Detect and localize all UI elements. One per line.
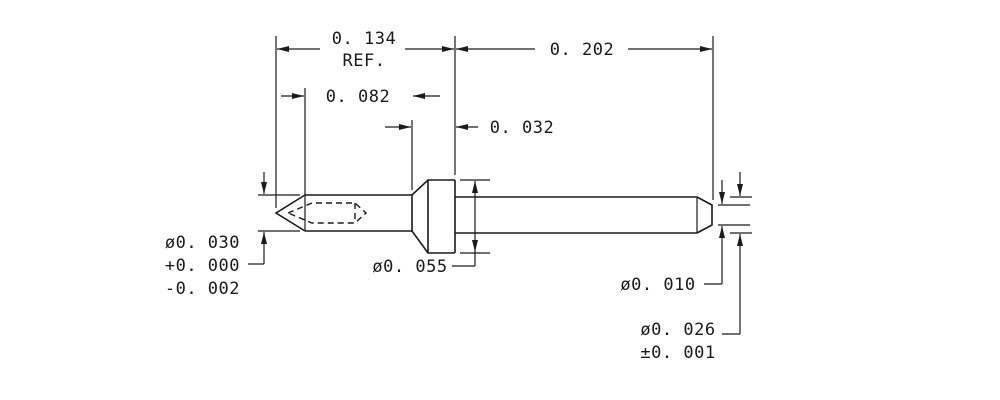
flange-bottom xyxy=(411,230,455,254)
dim-flange-thickness-value: 0. 032 xyxy=(490,118,554,138)
dim-flange-diameter: ø0. 055 xyxy=(372,181,478,277)
dim-tip-tol-minus: -0. 002 xyxy=(165,279,240,299)
dim-shaft-tol: ±0. 001 xyxy=(640,343,715,363)
flange-top xyxy=(411,179,455,196)
dim-ref-length: 0. 134 REF. xyxy=(277,29,454,71)
dim-tip-diameter: ø0. 030 +0. 000 -0. 002 xyxy=(165,172,300,299)
tip-cone xyxy=(274,194,306,232)
dim-tip-length-value: 0. 082 xyxy=(326,87,390,107)
dim-tip-length: 0. 082 xyxy=(281,87,440,107)
dim-flange-thickness: 0. 032 xyxy=(385,118,554,138)
dim-end-diameter: ø0. 010 xyxy=(620,180,725,295)
dim-shaft-diameter: ø0. 026 ±0. 001 xyxy=(640,172,752,363)
dim-ref-length-value: 0. 134 xyxy=(332,29,396,49)
pin-part-outline xyxy=(274,179,713,254)
dim-ref-label: REF. xyxy=(343,51,386,71)
dim-total-right: 0. 202 xyxy=(456,40,712,60)
dim-tip-tol-plus: +0. 000 xyxy=(165,256,240,276)
dim-flange-diameter-value: ø0. 055 xyxy=(372,257,447,277)
hidden-bore xyxy=(287,202,368,224)
extension-lines xyxy=(275,36,750,254)
dim-end-diameter-value: ø0. 010 xyxy=(620,275,695,295)
shaft-end-chamfer xyxy=(696,196,713,234)
dim-tip-diameter-value: ø0. 030 xyxy=(165,233,240,253)
dim-shaft-diameter-value: ø0. 026 xyxy=(640,320,715,340)
dim-total-right-value: 0. 202 xyxy=(550,40,614,60)
